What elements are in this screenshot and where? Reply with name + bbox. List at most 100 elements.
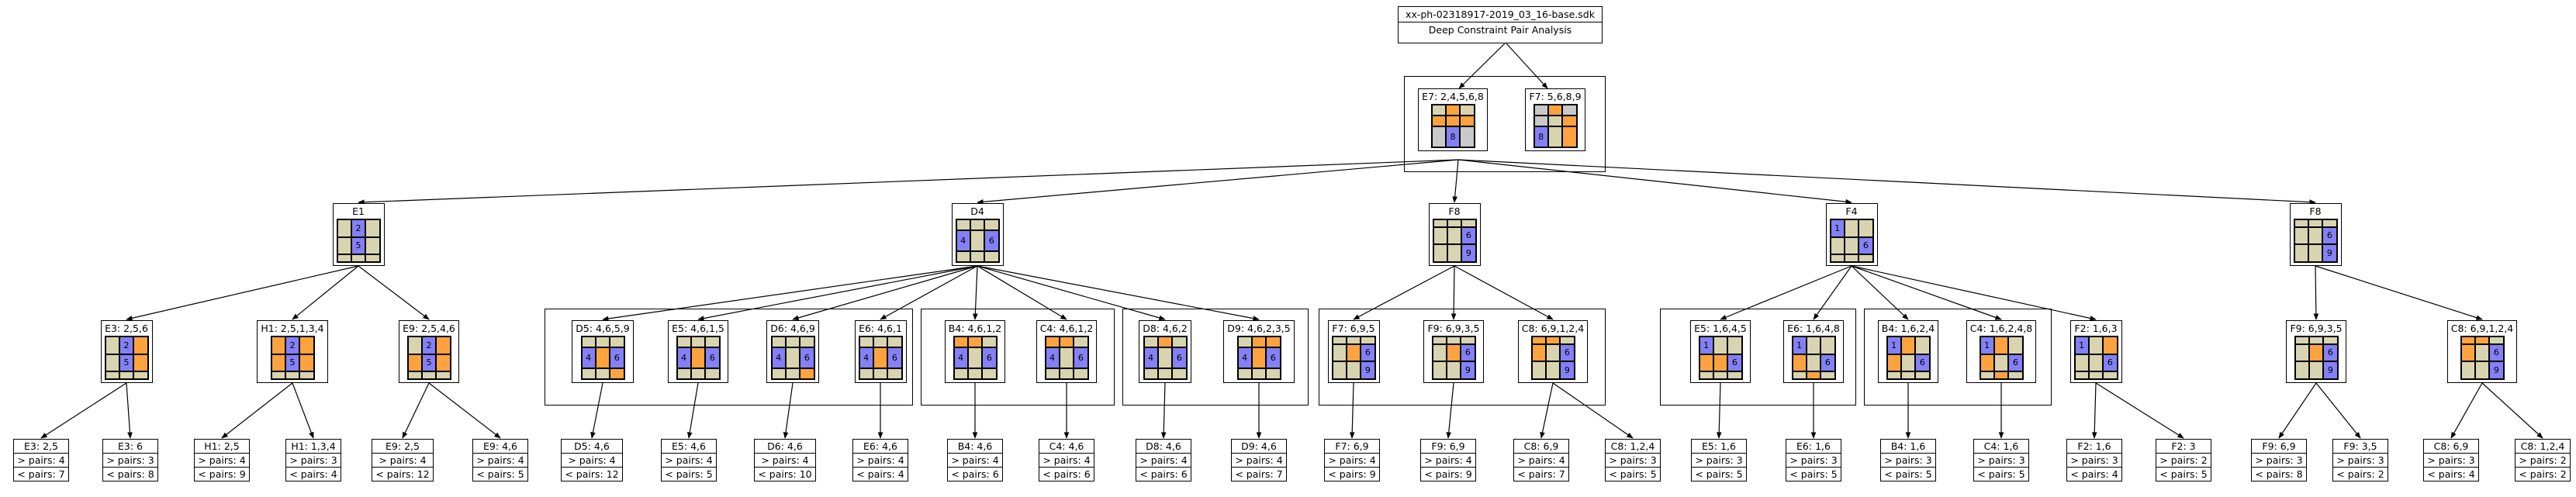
grid-cell: 2 bbox=[119, 337, 134, 354]
grid-cell bbox=[1143, 337, 1158, 347]
grid-cell: 4 bbox=[859, 347, 873, 368]
leaf-line: < pairs: 7 bbox=[1517, 468, 1565, 480]
grid-cell bbox=[2294, 361, 2309, 379]
grid-cell: 9 bbox=[1560, 361, 1575, 379]
grid-cell: 6 bbox=[2323, 343, 2338, 362]
leaf-line: E3: 6 bbox=[103, 440, 157, 454]
grid-cell bbox=[1547, 105, 1563, 116]
level3-node-label: D5: 4,6,5,9 bbox=[576, 323, 630, 334]
grid-cell bbox=[337, 236, 351, 255]
grid-cell bbox=[1332, 361, 1347, 379]
tree-edge bbox=[358, 159, 1459, 205]
grid-cell: 4 bbox=[581, 347, 596, 368]
leaf-line: C8: 1,2,4 bbox=[1606, 440, 1660, 454]
leaf-line: > pairs: 3 bbox=[1606, 454, 1660, 468]
tree-edge bbox=[602, 265, 978, 322]
root-title: xx-ph-02318917-2019_03_16-base.sdk bbox=[1399, 7, 1602, 22]
leaf-line: H1: 2,5 bbox=[195, 440, 249, 454]
leaf-node: C4: 4,6> pairs: 4< pairs: 6 bbox=[1039, 439, 1094, 481]
tree-edge bbox=[126, 265, 359, 321]
grid-cell bbox=[1432, 361, 1447, 379]
leaf-line: C4: 4,6 bbox=[1039, 440, 1094, 454]
grid-cell bbox=[873, 347, 888, 368]
grid-cell bbox=[1433, 219, 1447, 227]
leaf-node: E9: 4,6> pairs: 4< pairs: 5 bbox=[472, 439, 528, 481]
grid-cell bbox=[610, 337, 624, 347]
leaf-node: H1: 2,5> pairs: 4< pairs: 9 bbox=[194, 439, 250, 481]
level3-node-label: C8: 6,9,1,2,4 bbox=[1521, 323, 1585, 334]
grid-cell bbox=[2294, 343, 2309, 362]
leaf-line: F9: 6,9 bbox=[1421, 440, 1475, 454]
grid-cell bbox=[271, 371, 285, 379]
grid-cell bbox=[982, 368, 997, 379]
grid-cell bbox=[436, 371, 451, 379]
grid-cell bbox=[1547, 116, 1563, 126]
leaf-node: D6: 4,6> pairs: 4< pairs: 10 bbox=[754, 439, 816, 481]
leaf-line: < pairs: 4 bbox=[856, 468, 904, 480]
grid-cell bbox=[1859, 219, 1873, 237]
tree-edge bbox=[1446, 382, 1454, 439]
grid-cell bbox=[967, 347, 983, 368]
grid-cell bbox=[1045, 368, 1060, 379]
leaf-line: > pairs: 4 bbox=[473, 454, 527, 468]
node-cluster bbox=[1864, 309, 2052, 406]
root-subtitle: Deep Constraint Pair Analysis bbox=[1428, 24, 1572, 36]
leaf-line: > pairs: 4 bbox=[1514, 454, 1568, 468]
grid-cell bbox=[1059, 368, 1074, 379]
grid-cell bbox=[2460, 343, 2475, 362]
tree-edge bbox=[221, 382, 293, 439]
grid-cell bbox=[984, 219, 999, 230]
grid-cell bbox=[1844, 254, 1859, 262]
leaf-line: > pairs: 4 bbox=[1232, 454, 1286, 468]
grid-cell bbox=[690, 337, 706, 347]
leaf-line: < pairs: 6 bbox=[951, 468, 999, 480]
leaf-node: D5: 4,6> pairs: 4< pairs: 12 bbox=[561, 439, 623, 481]
leaf-node: E6: 4,6> pairs: 4< pairs: 4 bbox=[852, 439, 908, 481]
level1-node-grid: 8 bbox=[1533, 104, 1578, 148]
grid-cell: 6 bbox=[1266, 347, 1281, 368]
grid-cell bbox=[1461, 219, 1476, 227]
tree-edge bbox=[686, 382, 699, 439]
tree-edge bbox=[2091, 382, 2097, 439]
grid-cell bbox=[1346, 337, 1361, 344]
tree-edge bbox=[977, 265, 1067, 320]
grid-cell bbox=[105, 371, 119, 379]
grid-cell bbox=[299, 337, 314, 354]
grid-cell bbox=[1545, 337, 1561, 344]
grid-cell bbox=[133, 371, 148, 379]
leaf-line: C4: 1,6 bbox=[1974, 440, 2028, 454]
grid-cell bbox=[690, 347, 706, 368]
grid-cell: 6 bbox=[1461, 343, 1475, 362]
level3-node-label: F9: 6,9,3,5 bbox=[1427, 323, 1480, 334]
grid-cell bbox=[1806, 354, 1821, 372]
grid-cell bbox=[1361, 337, 1375, 344]
leaf-line: < pairs: 8 bbox=[2255, 468, 2303, 480]
grid-cell bbox=[2489, 337, 2504, 344]
grid-cell bbox=[1447, 219, 1462, 227]
grid-cell bbox=[2008, 371, 2023, 379]
grid-cell bbox=[595, 368, 610, 379]
grid-cell bbox=[407, 337, 422, 354]
tree-edge bbox=[2315, 265, 2483, 320]
grid-cell: 8 bbox=[1533, 126, 1548, 147]
grid-cell bbox=[982, 337, 997, 347]
leaf-line: < pairs: 4 bbox=[2427, 468, 2475, 480]
leaf-line: D5: 4,6 bbox=[562, 440, 622, 454]
tree-edge bbox=[1457, 159, 1852, 205]
leaf-line: > pairs: 4 bbox=[1421, 454, 1475, 468]
tree-edge bbox=[1457, 159, 2316, 205]
grid-cell bbox=[365, 219, 380, 237]
grid-cell bbox=[800, 368, 814, 379]
grid-cell bbox=[2323, 337, 2338, 344]
tree-edge bbox=[972, 265, 978, 320]
grid-cell bbox=[2308, 337, 2324, 344]
level3-node-label: F2: 1,6,3 bbox=[2074, 323, 2118, 334]
tree-edge bbox=[1458, 43, 1506, 89]
grid-cell: 6 bbox=[1172, 347, 1187, 368]
